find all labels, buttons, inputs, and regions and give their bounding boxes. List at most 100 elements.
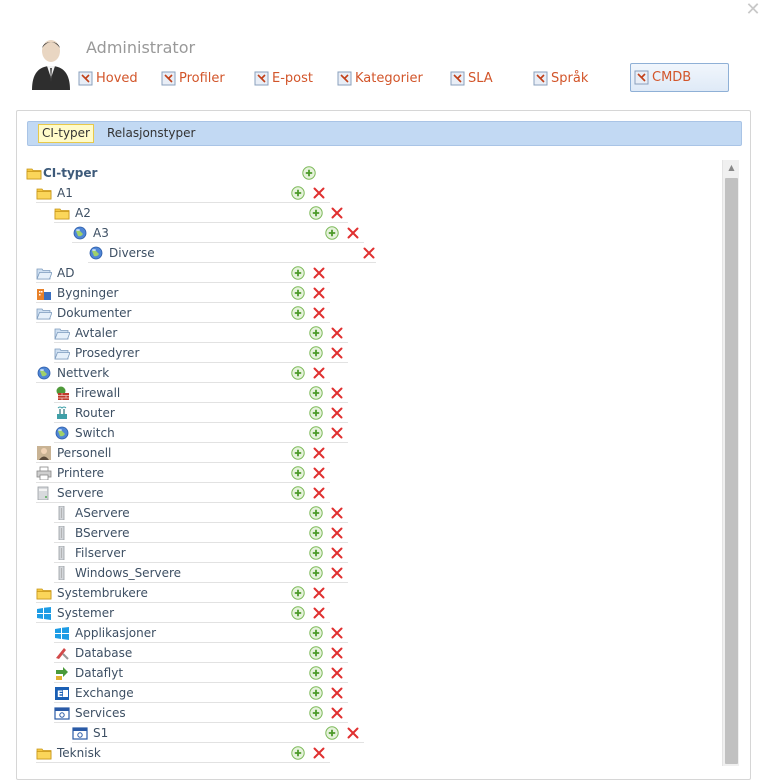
add-child-icon[interactable]	[302, 166, 316, 180]
tab-cmdb[interactable]: CMDB	[630, 63, 729, 92]
add-child-icon[interactable]	[291, 586, 305, 600]
delete-icon[interactable]	[330, 206, 344, 220]
add-child-icon[interactable]	[309, 206, 323, 220]
tree-node-a1[interactable]: A1	[36, 183, 330, 203]
delete-icon[interactable]	[312, 486, 326, 500]
delete-icon[interactable]	[330, 386, 344, 400]
delete-icon[interactable]	[330, 526, 344, 540]
subtab-relasjonstyper[interactable]: Relasjonstyper	[107, 126, 196, 140]
add-child-icon[interactable]	[309, 406, 323, 420]
add-child-icon[interactable]	[309, 346, 323, 360]
delete-icon[interactable]	[330, 506, 344, 520]
tree-node-windows-servere[interactable]: Windows_Servere	[54, 563, 348, 583]
tree-node-aservere[interactable]: AServere	[54, 503, 348, 523]
add-child-icon[interactable]	[309, 526, 323, 540]
tree-node-systembrukere[interactable]: Systembrukere	[36, 583, 330, 603]
scroll-thumb[interactable]	[725, 178, 738, 764]
add-child-icon[interactable]	[309, 566, 323, 580]
add-child-icon[interactable]	[291, 446, 305, 460]
add-child-icon[interactable]	[309, 706, 323, 720]
add-child-icon[interactable]	[309, 506, 323, 520]
tab-sprak[interactable]: Språk	[533, 66, 588, 90]
tab-profiler[interactable]: Profiler	[161, 66, 225, 90]
delete-icon[interactable]	[312, 586, 326, 600]
add-child-icon[interactable]	[309, 546, 323, 560]
add-child-icon[interactable]	[309, 666, 323, 680]
delete-icon[interactable]	[330, 706, 344, 720]
delete-icon[interactable]	[312, 606, 326, 620]
tree-node-servere[interactable]: Servere	[36, 483, 330, 503]
tree-node-dataflyt[interactable]: Dataflyt	[54, 663, 348, 683]
tree-node-database[interactable]: Database	[54, 643, 348, 663]
delete-icon[interactable]	[330, 426, 344, 440]
tree-scrollbar[interactable]: ▲	[722, 160, 739, 766]
tree-node-s1[interactable]: S1	[72, 723, 364, 743]
delete-icon[interactable]	[312, 286, 326, 300]
add-child-icon[interactable]	[309, 686, 323, 700]
add-child-icon[interactable]	[309, 626, 323, 640]
delete-icon[interactable]	[330, 406, 344, 420]
tree-node-prosedyrer[interactable]: Prosedyrer	[54, 343, 348, 363]
tree-node-router[interactable]: Router	[54, 403, 348, 423]
add-child-icon[interactable]	[291, 486, 305, 500]
tree-node-personell[interactable]: Personell	[36, 443, 330, 463]
delete-icon[interactable]	[330, 686, 344, 700]
add-child-icon[interactable]	[325, 726, 339, 740]
delete-icon[interactable]	[330, 546, 344, 560]
delete-icon[interactable]	[312, 266, 326, 280]
add-child-icon[interactable]	[291, 366, 305, 380]
tree-node-a2[interactable]: A2	[54, 203, 348, 223]
delete-icon[interactable]	[330, 326, 344, 340]
delete-icon[interactable]	[312, 366, 326, 380]
add-child-icon[interactable]	[309, 386, 323, 400]
add-child-icon[interactable]	[309, 326, 323, 340]
delete-icon[interactable]	[346, 726, 360, 740]
delete-icon[interactable]	[362, 246, 376, 260]
tree-node-filserver[interactable]: Filserver	[54, 543, 348, 563]
delete-icon[interactable]	[312, 446, 326, 460]
add-child-icon[interactable]	[309, 646, 323, 660]
add-child-icon[interactable]	[291, 286, 305, 300]
tree-root[interactable]: CI-typer	[26, 163, 336, 183]
tree-node-applikasjoner[interactable]: Applikasjoner	[54, 623, 348, 643]
add-child-icon[interactable]	[291, 466, 305, 480]
tab-kategorier[interactable]: Kategorier	[337, 66, 423, 90]
close-icon[interactable]: ✕	[745, 0, 761, 20]
tree-node-avtaler[interactable]: Avtaler	[54, 323, 348, 343]
delete-icon[interactable]	[312, 306, 326, 320]
delete-icon[interactable]	[312, 746, 326, 760]
tree-node-diverse[interactable]: Diverse	[88, 243, 376, 263]
add-child-icon[interactable]	[291, 746, 305, 760]
add-child-icon[interactable]	[291, 306, 305, 320]
add-child-icon[interactable]	[309, 426, 323, 440]
tree-node-teknisk[interactable]: Teknisk	[36, 743, 330, 763]
tab-hoved[interactable]: Hoved	[78, 66, 138, 90]
tree-node-switch[interactable]: Switch	[54, 423, 348, 443]
tree-node-a3[interactable]: A3	[72, 223, 364, 243]
delete-icon[interactable]	[346, 226, 360, 240]
delete-icon[interactable]	[312, 466, 326, 480]
tab-e-post[interactable]: E-post	[254, 66, 313, 90]
add-child-icon[interactable]	[291, 606, 305, 620]
delete-icon[interactable]	[330, 666, 344, 680]
tree-node-nettverk[interactable]: Nettverk	[36, 363, 330, 383]
scroll-up-arrow-icon[interactable]: ▲	[728, 163, 735, 172]
tree-node-firewall[interactable]: Firewall	[54, 383, 348, 403]
tree-node-dokumenter[interactable]: Dokumenter	[36, 303, 330, 323]
tree-node-services[interactable]: Services	[54, 703, 348, 723]
delete-icon[interactable]	[330, 566, 344, 580]
tree-node-ad[interactable]: AD	[36, 263, 330, 283]
delete-icon[interactable]	[330, 346, 344, 360]
tree-node-bservere[interactable]: BServere	[54, 523, 348, 543]
tree-node-bygninger[interactable]: Bygninger	[36, 283, 330, 303]
tree-node-systemer[interactable]: Systemer	[36, 603, 330, 623]
delete-icon[interactable]	[312, 186, 326, 200]
tab-sla[interactable]: SLA	[450, 66, 493, 90]
delete-icon[interactable]	[330, 626, 344, 640]
add-child-icon[interactable]	[325, 226, 339, 240]
delete-icon[interactable]	[330, 646, 344, 660]
add-child-icon[interactable]	[291, 186, 305, 200]
add-child-icon[interactable]	[291, 266, 305, 280]
tree-node-printere[interactable]: Printere	[36, 463, 330, 483]
